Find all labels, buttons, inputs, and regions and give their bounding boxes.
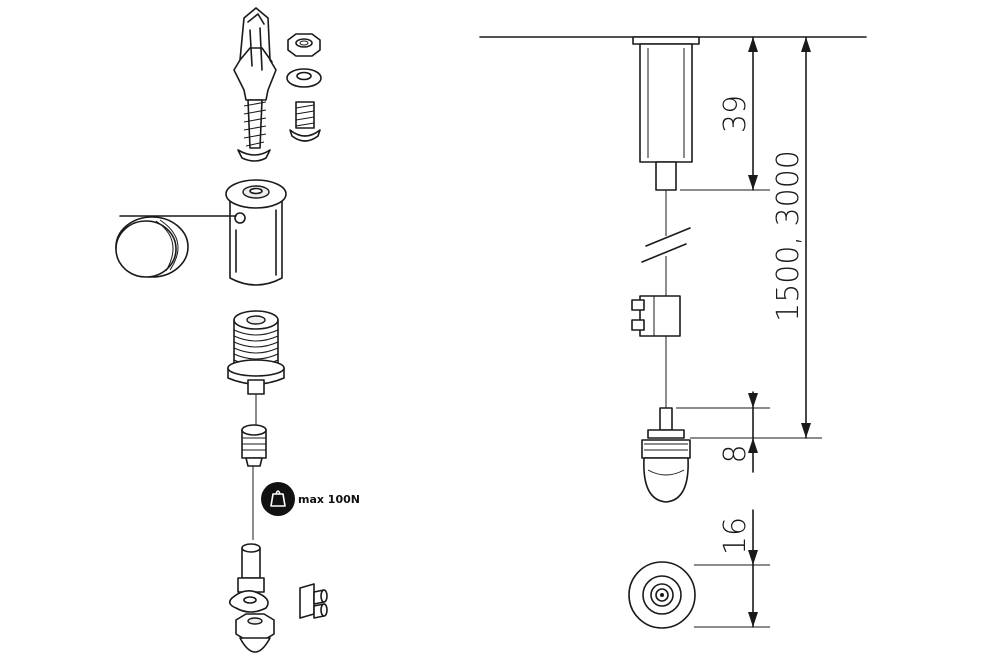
side-housing xyxy=(632,36,700,191)
grub-screw xyxy=(289,101,321,142)
end-view xyxy=(628,561,696,629)
exploded-view: max 100N xyxy=(115,7,360,653)
dimension-16: 16 xyxy=(718,509,758,628)
dim-label-39: 39 xyxy=(718,95,753,133)
threaded-sleeve xyxy=(227,310,285,395)
load-label: max 100N xyxy=(298,493,360,506)
dim-label-16: 16 xyxy=(718,517,753,555)
wall-plug xyxy=(233,7,277,162)
hex-nut xyxy=(287,33,321,57)
acorn-nut xyxy=(235,613,275,653)
washer xyxy=(286,68,322,88)
steel-cable xyxy=(252,394,257,540)
cable-gripper xyxy=(241,424,267,467)
end-stop xyxy=(237,543,265,593)
side-clamp xyxy=(631,295,681,337)
dim-label-length: 1500, 3000 xyxy=(771,150,806,322)
cable-clamp xyxy=(299,583,328,619)
dimension-length: 1500, 3000 xyxy=(771,36,811,439)
dimension-8: 8 xyxy=(718,391,758,473)
dim-label-8: 8 xyxy=(718,444,753,463)
load-badge: max 100N xyxy=(261,482,360,516)
side-view: 39 1500, 3000 8 16 xyxy=(479,36,867,629)
extension-lines xyxy=(676,189,822,628)
dimension-39: 39 xyxy=(718,36,758,191)
weight-icon xyxy=(270,490,286,507)
bottom-fitting xyxy=(641,407,691,503)
ceiling-housing xyxy=(115,179,287,286)
wave-washer xyxy=(228,590,269,613)
